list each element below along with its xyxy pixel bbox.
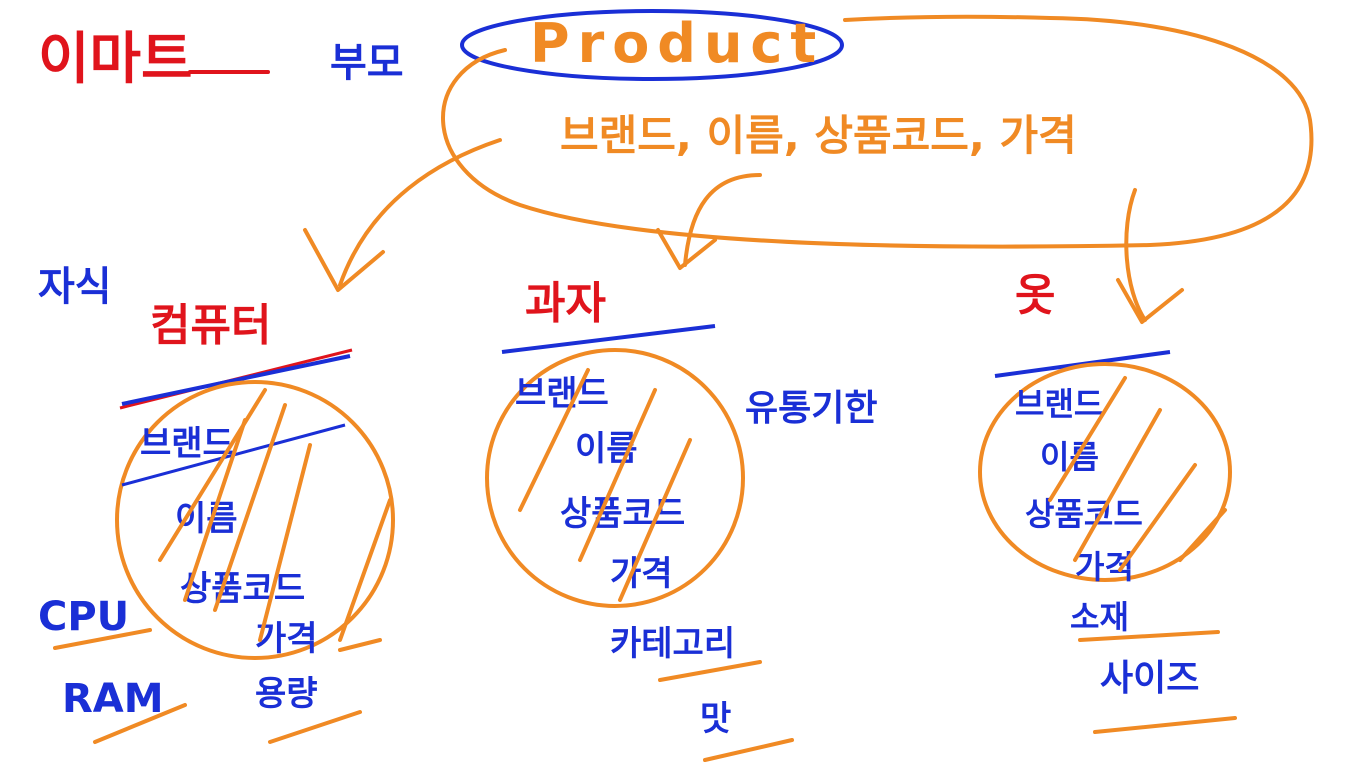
child-note: 자식 <box>38 264 112 310</box>
arrow-to-clothes <box>1124 188 1147 322</box>
snack-note-expiry: 유통기한 <box>745 388 877 429</box>
snack-strikes <box>518 368 692 602</box>
class-name-clothes: 옷 <box>1015 270 1055 321</box>
clothes-own-underlines <box>1078 630 1237 734</box>
clothes-field-brand: 브랜드 <box>1015 385 1103 423</box>
computer-inherited-circle <box>115 380 395 660</box>
snack-field-category: 카테고리 <box>610 624 735 664</box>
computer-own-underlines <box>53 628 382 744</box>
computer-field-cpu: CPU <box>38 594 129 640</box>
clothes-field-size: 사이즈 <box>1100 658 1199 699</box>
parent-ellipse <box>441 14 1314 249</box>
clothes-strikes <box>1048 376 1227 572</box>
class-name-computer: 컴퓨터 <box>150 300 271 351</box>
computer-field-ram: RAM <box>62 676 164 722</box>
arrow-to-snack <box>683 173 762 267</box>
arrow-to-computer <box>338 138 502 287</box>
parent-class-name: Product <box>530 12 824 75</box>
clothes-inherited-circle <box>978 362 1232 582</box>
computer-field-capacity: 용량 <box>255 674 318 714</box>
snack-own-underlines <box>658 660 794 762</box>
arrow-to-snack-head <box>656 228 717 270</box>
class-name-snack: 과자 <box>525 278 606 329</box>
computer-strikes <box>158 388 392 642</box>
clothes-field-price: 가격 <box>1075 548 1134 586</box>
parent-label: 부모 <box>330 40 404 86</box>
computer-underline-blue <box>121 354 351 406</box>
clothes-field-code: 상품코드 <box>1025 495 1143 533</box>
clothes-field-material: 소재 <box>1070 598 1129 636</box>
arrow-to-clothes-head <box>1116 278 1184 324</box>
arrow-to-computer-head <box>303 228 385 292</box>
computer-field-code: 상품코드 <box>180 569 305 609</box>
snack-field-code: 상품코드 <box>560 494 685 534</box>
parent-fields: 브랜드, 이름, 상품코드, 가격 <box>560 111 1077 160</box>
snack-field-price: 가격 <box>610 554 673 594</box>
computer-field-brand: 브랜드 <box>140 424 234 464</box>
snack-field-brand: 브랜드 <box>515 374 609 414</box>
snack-underline <box>501 324 716 354</box>
title-emart: 이마트 <box>38 27 193 92</box>
snack-field-taste: 맛 <box>700 699 731 739</box>
snack-inherited-circle <box>485 348 745 608</box>
product-circle <box>460 9 844 81</box>
